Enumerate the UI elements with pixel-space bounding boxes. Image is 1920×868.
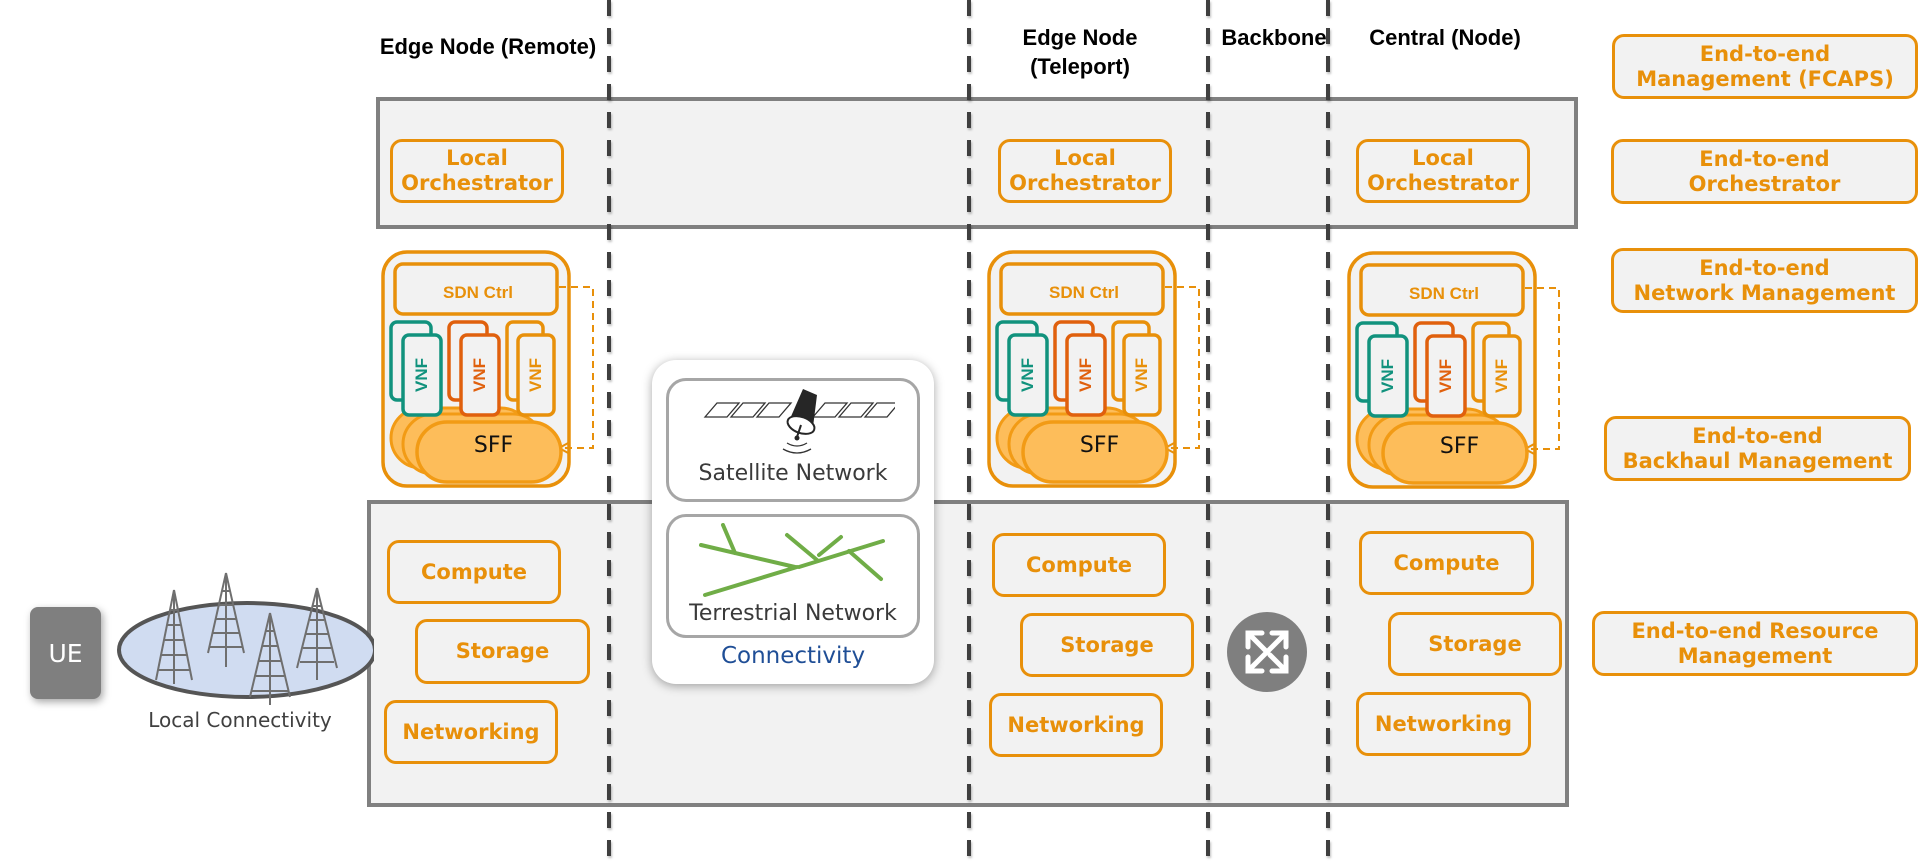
column-divider (1206, 0, 1210, 868)
connectivity-label: Connectivity (720, 643, 866, 669)
column-header-backbone: Backbone (1221, 25, 1327, 50)
e2e-orchestrator[interactable]: End-to-end Orchestrator (1611, 139, 1918, 204)
vnf-red[interactable]: VNF (1436, 359, 1455, 393)
local-orchestrator-teleport[interactable]: Local Orchestrator (998, 139, 1172, 203)
service-function-forwarder[interactable]: SFF (1079, 433, 1120, 458)
vnf-orange[interactable]: VNF (526, 358, 545, 392)
sdn-block-teleport: SDN Ctrl VNF VNF VNF SFF (987, 250, 1200, 488)
sdn-block-remote: SDN Ctrl VNF VNF VNF SFF (381, 250, 594, 488)
service-function-forwarder[interactable]: SFF (1439, 434, 1480, 459)
local-orchestrator-remote[interactable]: Local Orchestrator (390, 139, 564, 203)
connectivity-panel: Satellite Network Terrestrial Network Co… (652, 360, 934, 684)
vnf-green[interactable]: VNF (412, 358, 431, 392)
compute-central[interactable]: Compute (1359, 531, 1534, 595)
networking-teleport[interactable]: Networking (989, 693, 1163, 757)
networking-central[interactable]: Networking (1356, 692, 1531, 756)
sdn-block-graphic (381, 250, 594, 488)
user-equipment[interactable]: UE (30, 607, 101, 699)
terrestrial-network-label: Terrestrial Network (689, 601, 897, 626)
e2e-network-management[interactable]: End-to-end Network Management (1611, 248, 1918, 313)
sdn-block-central: SDN Ctrl VNF VNF VNF SFF (1347, 251, 1560, 489)
cell-towers-icon (112, 555, 377, 705)
vnf-red[interactable]: VNF (470, 358, 489, 392)
storage-teleport[interactable]: Storage (1020, 613, 1194, 677)
sdn-controller[interactable]: SDN Ctrl (1049, 283, 1119, 302)
column-header-edge-remote: Edge Node (Remote) (379, 34, 597, 59)
networking-remote[interactable]: Networking (384, 700, 558, 764)
vnf-green[interactable]: VNF (1018, 358, 1037, 392)
e2e-backhaul-management[interactable]: End-to-end Backhaul Management (1604, 416, 1911, 481)
crossing-arrows-icon (1226, 611, 1308, 693)
sdn-controller[interactable]: SDN Ctrl (1409, 284, 1479, 303)
storage-remote[interactable]: Storage (415, 619, 590, 684)
vnf-orange[interactable]: VNF (1492, 359, 1511, 393)
column-divider (1326, 0, 1330, 868)
local-connectivity-label: Local Connectivity (148, 708, 332, 732)
column-header-central: Central (Node) (1369, 25, 1521, 50)
compute-teleport[interactable]: Compute (992, 533, 1166, 597)
e2e-resource-management[interactable]: End-to-end Resource Management (1592, 611, 1918, 676)
service-function-forwarder[interactable]: SFF (473, 433, 514, 458)
satellite-network-label: Satellite Network (698, 461, 888, 486)
column-header-edge-teleport: Edge Node (Teleport) (1022, 25, 1138, 79)
vnf-red[interactable]: VNF (1076, 358, 1095, 392)
vnf-green[interactable]: VNF (1378, 359, 1397, 393)
local-orchestrator-central[interactable]: Local Orchestrator (1356, 139, 1530, 203)
column-divider (607, 0, 611, 868)
satellite-network-box[interactable]: Satellite Network (666, 378, 920, 502)
sdn-block-graphic (987, 250, 1200, 488)
column-divider (967, 0, 971, 868)
compute-remote[interactable]: Compute (387, 540, 561, 604)
sdn-controller[interactable]: SDN Ctrl (443, 283, 513, 302)
sdn-block-graphic (1347, 251, 1560, 489)
storage-central[interactable]: Storage (1388, 612, 1562, 676)
satellite-icon (703, 389, 895, 454)
terrestrial-network-icon (699, 523, 885, 597)
terrestrial-network-box[interactable]: Terrestrial Network (666, 514, 920, 638)
e2e-management-fcaps[interactable]: End-to-end Management (FCAPS) (1612, 34, 1918, 99)
vnf-orange[interactable]: VNF (1132, 358, 1151, 392)
